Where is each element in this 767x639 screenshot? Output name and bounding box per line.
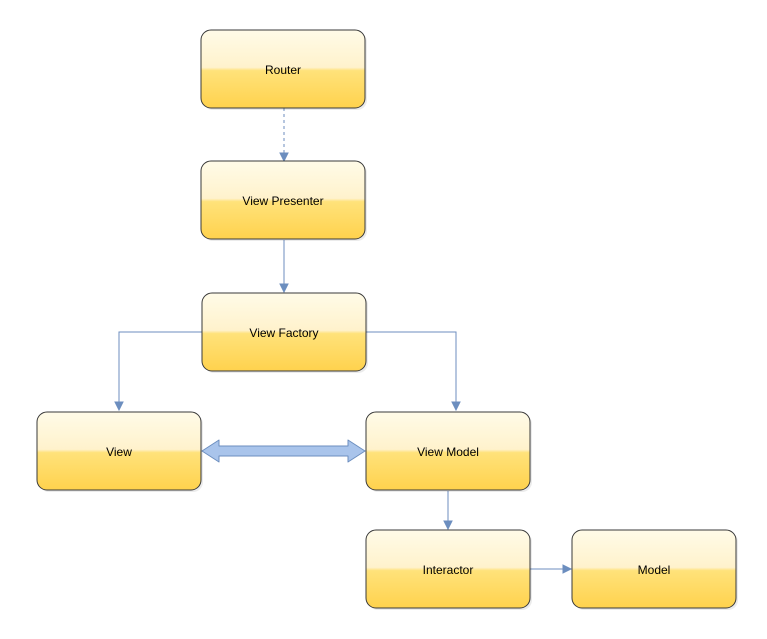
connector-view-factory-to-view xyxy=(118,331,202,403)
node-view-presenter-label: View Presenter xyxy=(242,194,323,208)
node-interactor[interactable]: Interactor xyxy=(365,529,532,610)
connector-view-factory-to-view-model xyxy=(366,331,457,403)
bidirectional-arrow-view-view-model xyxy=(201,439,366,463)
node-interactor-label: Interactor xyxy=(423,563,474,577)
node-view-model[interactable]: View Model xyxy=(365,411,532,492)
arrowhead-view-presenter xyxy=(279,152,289,163)
node-router[interactable]: Router xyxy=(200,29,367,110)
arrowhead-model xyxy=(562,564,573,574)
node-view-factory-label: View Factory xyxy=(249,326,318,340)
node-view-presenter[interactable]: View Presenter xyxy=(200,160,367,241)
node-view-model-label: View Model xyxy=(417,445,479,459)
arrowhead-interactor xyxy=(443,520,453,531)
arrowhead-view-factory xyxy=(279,283,289,294)
node-view[interactable]: View xyxy=(36,411,203,492)
connectors xyxy=(114,108,573,574)
node-view-factory[interactable]: View Factory xyxy=(201,292,368,373)
arrowhead-view xyxy=(114,401,124,412)
node-model-label: Model xyxy=(638,563,671,577)
node-router-label: Router xyxy=(265,63,301,77)
node-model[interactable]: Model xyxy=(571,529,738,610)
node-view-label: View xyxy=(106,445,132,459)
arrowhead-view-model xyxy=(451,401,461,412)
